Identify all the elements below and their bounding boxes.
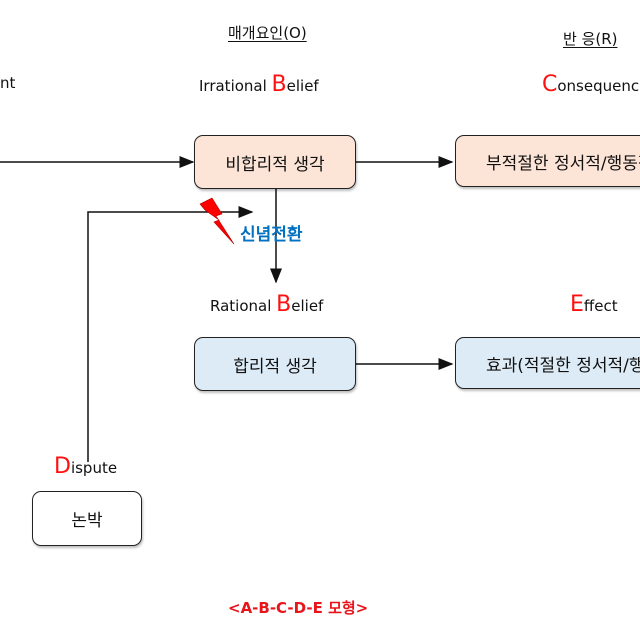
label-cap-letter: E [570,292,584,317]
box-irrational-thought: 비합리적 생각 [194,135,356,189]
box-rational-thought: 합리적 생각 [194,337,356,391]
box-dispute: 논박 [32,491,142,546]
label-dispute: Dispute [54,454,117,479]
label-prefix: Irrational [199,77,272,95]
label-prefix: Rational [210,297,277,315]
label-cap-letter: D [54,454,71,479]
label-effect: Effect [570,292,618,317]
label-cap-letter: B [271,72,287,97]
lightning-icon [199,197,235,245]
label-irrational-belief: Irrational Belief [199,72,319,97]
header-response: 반 응(R) [563,30,618,48]
label-cap-letter: C [542,72,558,97]
box-effect-response: 효과(적절한 정서적/행동적 반응) [455,337,640,389]
label-rest: elief [286,77,319,95]
label-rest: elief [291,297,324,315]
label-rest: onsequence [557,77,640,95]
model-title: <A-B-C-D-E 모형> [228,599,369,617]
label-cap-letter: B [276,292,292,317]
label-activating-event: nt [0,74,16,92]
arrow-dispute-to-belief [87,206,254,462]
label-rest: ffect [583,297,618,315]
label-rational-belief: Rational Belief [210,292,323,317]
header-mediating-factor: 매개요인(O) [228,24,307,42]
label-belief-change: 신념전환 [240,225,303,245]
label-rest: ispute [70,459,118,477]
label-consequence: Consequence [542,72,640,97]
box-inappropriate-response: 부적절한 정서적/행동적 반응 [455,135,640,187]
